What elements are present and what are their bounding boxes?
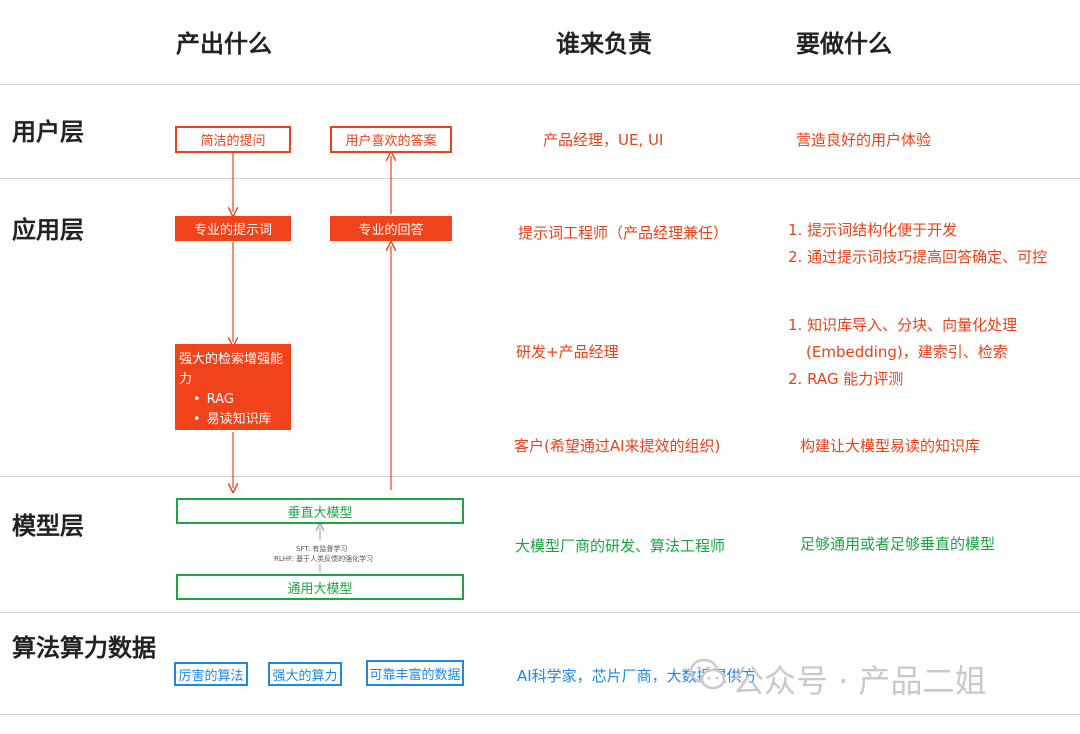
header-owner: 谁来负责 xyxy=(556,30,652,58)
watermark-text: 公众号 · 产品二姐 xyxy=(732,662,987,700)
row-divider xyxy=(0,84,1080,85)
wechat-icon xyxy=(688,654,728,694)
app-task-1: 1. 提示词结构化便于开发 xyxy=(788,221,958,239)
rlhf-label: RLHF: 基于人类反馈的强化学习 xyxy=(274,555,374,563)
dev-pm-text: 研发+产品经理 xyxy=(516,343,619,361)
model-task-text: 足够通用或者足够垂直的模型 xyxy=(800,535,996,553)
prompt-engineer-text: 提示词工程师（产品经理兼任） xyxy=(518,224,729,242)
pro-prompt-box: 专业的提示词 xyxy=(175,216,291,241)
user-owner-text: 产品经理，UE, UI xyxy=(543,131,664,149)
row-divider xyxy=(0,612,1080,613)
data-box: 可靠丰富的数据 xyxy=(366,660,464,686)
layer-model-label: 模型层 xyxy=(12,512,84,540)
sft-label: SFT: 有监督学习 xyxy=(296,545,348,553)
rag-title: 强大的检索增强能力 xyxy=(179,352,284,387)
concise-question-box: 简洁的提问 xyxy=(175,126,291,153)
user-task-text: 营造良好的用户体验 xyxy=(796,131,932,149)
rag-capability-box: 强大的检索增强能力 RAG 易读知识库 结构化数据 xyxy=(175,344,291,447)
layer-app-label: 应用层 xyxy=(12,216,84,244)
header-todo: 要做什么 xyxy=(796,30,892,58)
rag-item: 结构化数据 xyxy=(193,430,287,450)
header-output: 产出什么 xyxy=(176,30,272,58)
liked-answer-box: 用户喜欢的答案 xyxy=(330,126,452,153)
kb-task-1: 1. 知识库导入、分块、向量化处理 xyxy=(788,316,1018,334)
algorithm-box: 厉害的算法 xyxy=(174,662,248,686)
layer-user-label: 用户层 xyxy=(12,118,84,146)
general-model-box: 通用大模型 xyxy=(176,574,464,600)
kb-task-3: 2. RAG 能力评测 xyxy=(788,370,904,388)
vertical-model-box: 垂直大模型 xyxy=(176,498,464,524)
compute-box: 强大的算力 xyxy=(268,662,342,686)
row-divider xyxy=(0,476,1080,477)
build-kb-text: 构建让大模型易读的知识库 xyxy=(800,437,981,455)
customer-text: 客户(希望通过AI来提效的组织) xyxy=(514,437,721,455)
kb-task-2: (Embedding)，建索引、检索 xyxy=(806,343,1008,361)
layer-infra-label: 算法算力数据 xyxy=(12,634,156,662)
row-divider xyxy=(0,178,1080,179)
pro-answer-box: 专业的回答 xyxy=(330,216,452,241)
model-owner-text: 大模型厂商的研发、算法工程师 xyxy=(515,537,726,555)
app-task-2: 2. 通过提示词技巧提高回答确定、可控 xyxy=(788,248,1048,266)
row-divider xyxy=(0,714,1080,715)
rag-item: RAG xyxy=(193,390,287,410)
rag-list: RAG 易读知识库 结构化数据 xyxy=(179,390,287,450)
rag-item: 易读知识库 xyxy=(193,410,287,430)
